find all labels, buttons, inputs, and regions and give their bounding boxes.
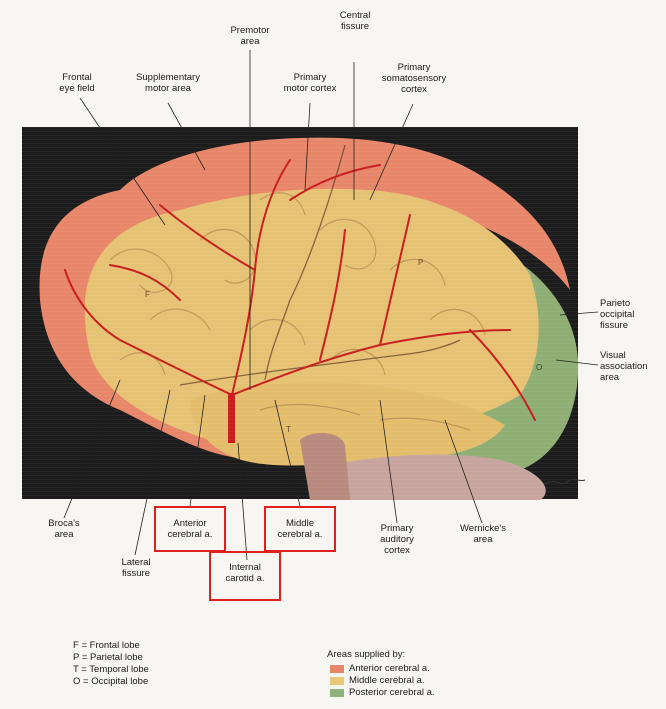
legend-item-middle: Middle cerebral a.: [330, 675, 425, 686]
legend-label-posterior: Posterior cerebral a.: [349, 687, 435, 698]
legend-item-anterior: Anterior cerebral a.: [330, 663, 430, 674]
label-internal-carotid-artery: Internal carotid a.: [225, 562, 265, 584]
key-frontal-lobe: F = Frontal lobe: [73, 640, 140, 651]
label-central-fissure: Central fissure: [339, 10, 371, 32]
label-supplementary-motor-area: Supplementary motor area: [136, 72, 200, 94]
artist-signature: [544, 478, 586, 486]
lobe-letter-frontal: F: [145, 290, 150, 299]
label-frontal-eye-field: Frontal eye field: [59, 72, 95, 94]
lobe-letter-temporal: T: [286, 425, 291, 434]
key-temporal-lobe: T = Temporal lobe: [73, 664, 149, 675]
legend-swatch-anterior: [330, 664, 344, 673]
lobe-letter-parietal: P: [418, 258, 423, 267]
leader-lines: [63, 50, 599, 561]
label-primary-motor-cortex: Primary motor cortex: [283, 72, 337, 94]
lobe-letter-occipital: O: [536, 363, 542, 372]
label-primary-auditory-cortex: Primary auditory cortex: [380, 523, 414, 556]
key-occipital-lobe: O = Occipital lobe: [73, 676, 149, 687]
legend-item-posterior: Posterior cerebral a.: [330, 687, 435, 698]
label-brocas-area: Broca's area: [48, 518, 80, 540]
label-premotor-area: Premotor area: [230, 25, 270, 47]
legend-label-middle: Middle cerebral a.: [349, 675, 425, 686]
label-lateral-fissure: Lateral fissure: [121, 557, 151, 579]
legend-title: Areas supplied by:: [327, 649, 406, 660]
label-wernickes-area: Wernicke's area: [460, 523, 506, 545]
legend-label-anterior: Anterior cerebral a.: [349, 663, 430, 674]
label-parieto-occipital-fissure: Parieto occipital fissure: [600, 298, 635, 331]
label-visual-association-area: Visual association area: [600, 350, 648, 383]
highlight-box-internal-carotid: [209, 551, 281, 601]
label-primary-somatosensory-cortex: Primary somatosensory cortex: [381, 62, 447, 95]
legend-swatch-middle: [330, 676, 344, 685]
key-parietal-lobe: P = Parietal lobe: [73, 652, 143, 663]
highlight-box-middle-cerebral: [264, 506, 336, 552]
legend-swatch-posterior: [330, 688, 344, 697]
label-middle-cerebral-artery: Middle cerebral a.: [277, 518, 323, 540]
highlight-box-anterior-cerebral: [154, 506, 226, 552]
label-anterior-cerebral-artery: Anterior cerebral a.: [167, 518, 213, 540]
